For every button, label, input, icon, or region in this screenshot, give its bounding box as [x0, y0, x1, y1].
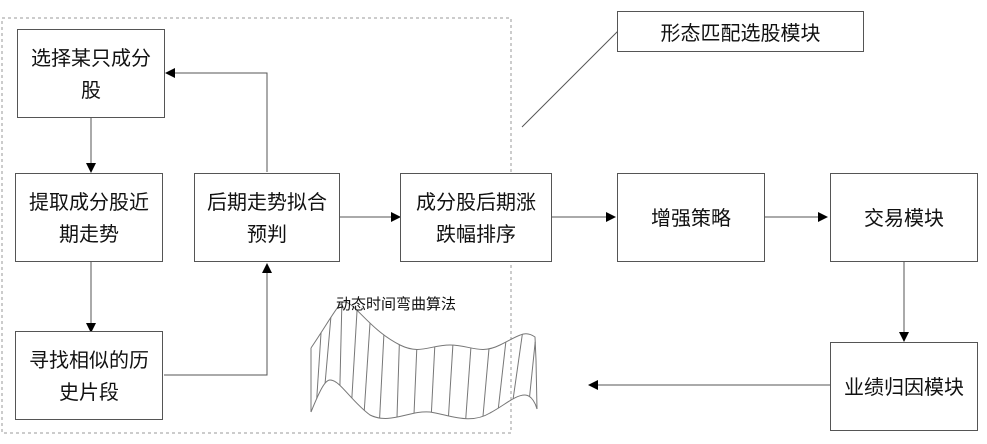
dtw-link-line: [535, 359, 538, 410]
dtw-link-line: [363, 323, 371, 411]
dtw-link-line: [430, 346, 436, 413]
node-predict: 后期走势拟合预判: [194, 173, 340, 262]
node-select-stock: 选择某只成分股: [17, 29, 165, 118]
arrow-find-to-predict: [164, 263, 272, 376]
node-enhance: 增强策略: [617, 173, 765, 262]
dtw-link-line: [413, 349, 418, 414]
node-find-similar: 寻找相似的历史片段: [15, 331, 163, 420]
dtw-link-line: [512, 334, 523, 399]
dtw-link-line: [497, 341, 507, 409]
dtw-link-line: [379, 334, 385, 419]
dtw-lower-curve: [310, 379, 538, 420]
dtw-link-line: [396, 344, 400, 418]
dtw-link-line: [316, 332, 322, 399]
group-callout-line: [521, 30, 619, 128]
dtw-link-line: [448, 345, 454, 416]
dtw-label: 动态时间弯曲算法: [336, 295, 457, 313]
dtw-upper-curve: [310, 301, 537, 361]
dtw-link-line: [339, 302, 343, 386]
dtw-link-line: [529, 341, 536, 397]
dtw-illustration: [310, 301, 538, 420]
module-group-label: 形态匹配选股模块: [660, 21, 821, 45]
dtw-link-line: [465, 347, 472, 419]
arrow-predict-to-select: [165, 68, 268, 172]
node-extract-trend: 提取成分股近期走势: [15, 173, 163, 262]
node-attribution: 业绩归因模块: [830, 342, 978, 431]
node-rank: 成分股后期涨跌幅排序: [400, 173, 552, 262]
dtw-link-line: [324, 317, 332, 384]
module-group-label-box: 形态匹配选股模块: [617, 11, 864, 52]
dtw-link-line: [482, 348, 490, 417]
dtw-link-line: [351, 310, 358, 399]
dtw-links: [310, 302, 538, 419]
node-trade: 交易模块: [830, 173, 978, 262]
